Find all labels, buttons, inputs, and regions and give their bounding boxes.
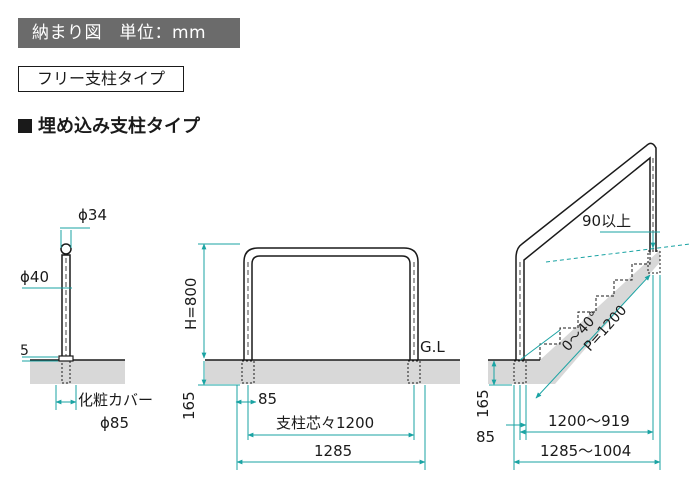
label-five: 5	[20, 343, 29, 359]
label-range1: 1200～919	[548, 412, 630, 430]
flat-handrail	[205, 247, 460, 384]
section-title: 埋め込み支柱タイプ	[18, 112, 200, 138]
label-phi34: ϕ34	[78, 206, 107, 224]
section-title-text: 埋め込み支柱タイプ	[38, 116, 200, 137]
single-post	[30, 243, 125, 384]
type-label-box: フリー支柱タイプ	[18, 66, 184, 92]
square-bullet-icon	[18, 119, 32, 133]
label-cover: 化粧カバー	[78, 391, 153, 409]
flat-handrail-dims	[198, 243, 426, 470]
label-h800: H=800	[182, 278, 200, 330]
single-post-dims	[22, 227, 90, 410]
label-range2: 1285～1004	[540, 442, 631, 460]
label-165-mid: 165	[180, 391, 198, 420]
unit-header: 納まり図 単位：mm	[18, 18, 240, 48]
label-gl: G.L	[420, 338, 445, 356]
label-165-right: 165	[474, 389, 492, 418]
stair-dims	[489, 231, 691, 470]
ground-left	[30, 360, 125, 384]
label-85-right: 85	[476, 428, 495, 446]
label-phi85: ϕ85	[100, 414, 129, 432]
ground-middle	[205, 360, 460, 384]
label-pitch: 支柱芯々1200	[276, 414, 374, 432]
label-90min: 90以上	[582, 212, 631, 230]
label-1285: 1285	[314, 442, 352, 460]
label-85-mid: 85	[258, 390, 277, 408]
label-phi40: ϕ40	[20, 268, 49, 286]
